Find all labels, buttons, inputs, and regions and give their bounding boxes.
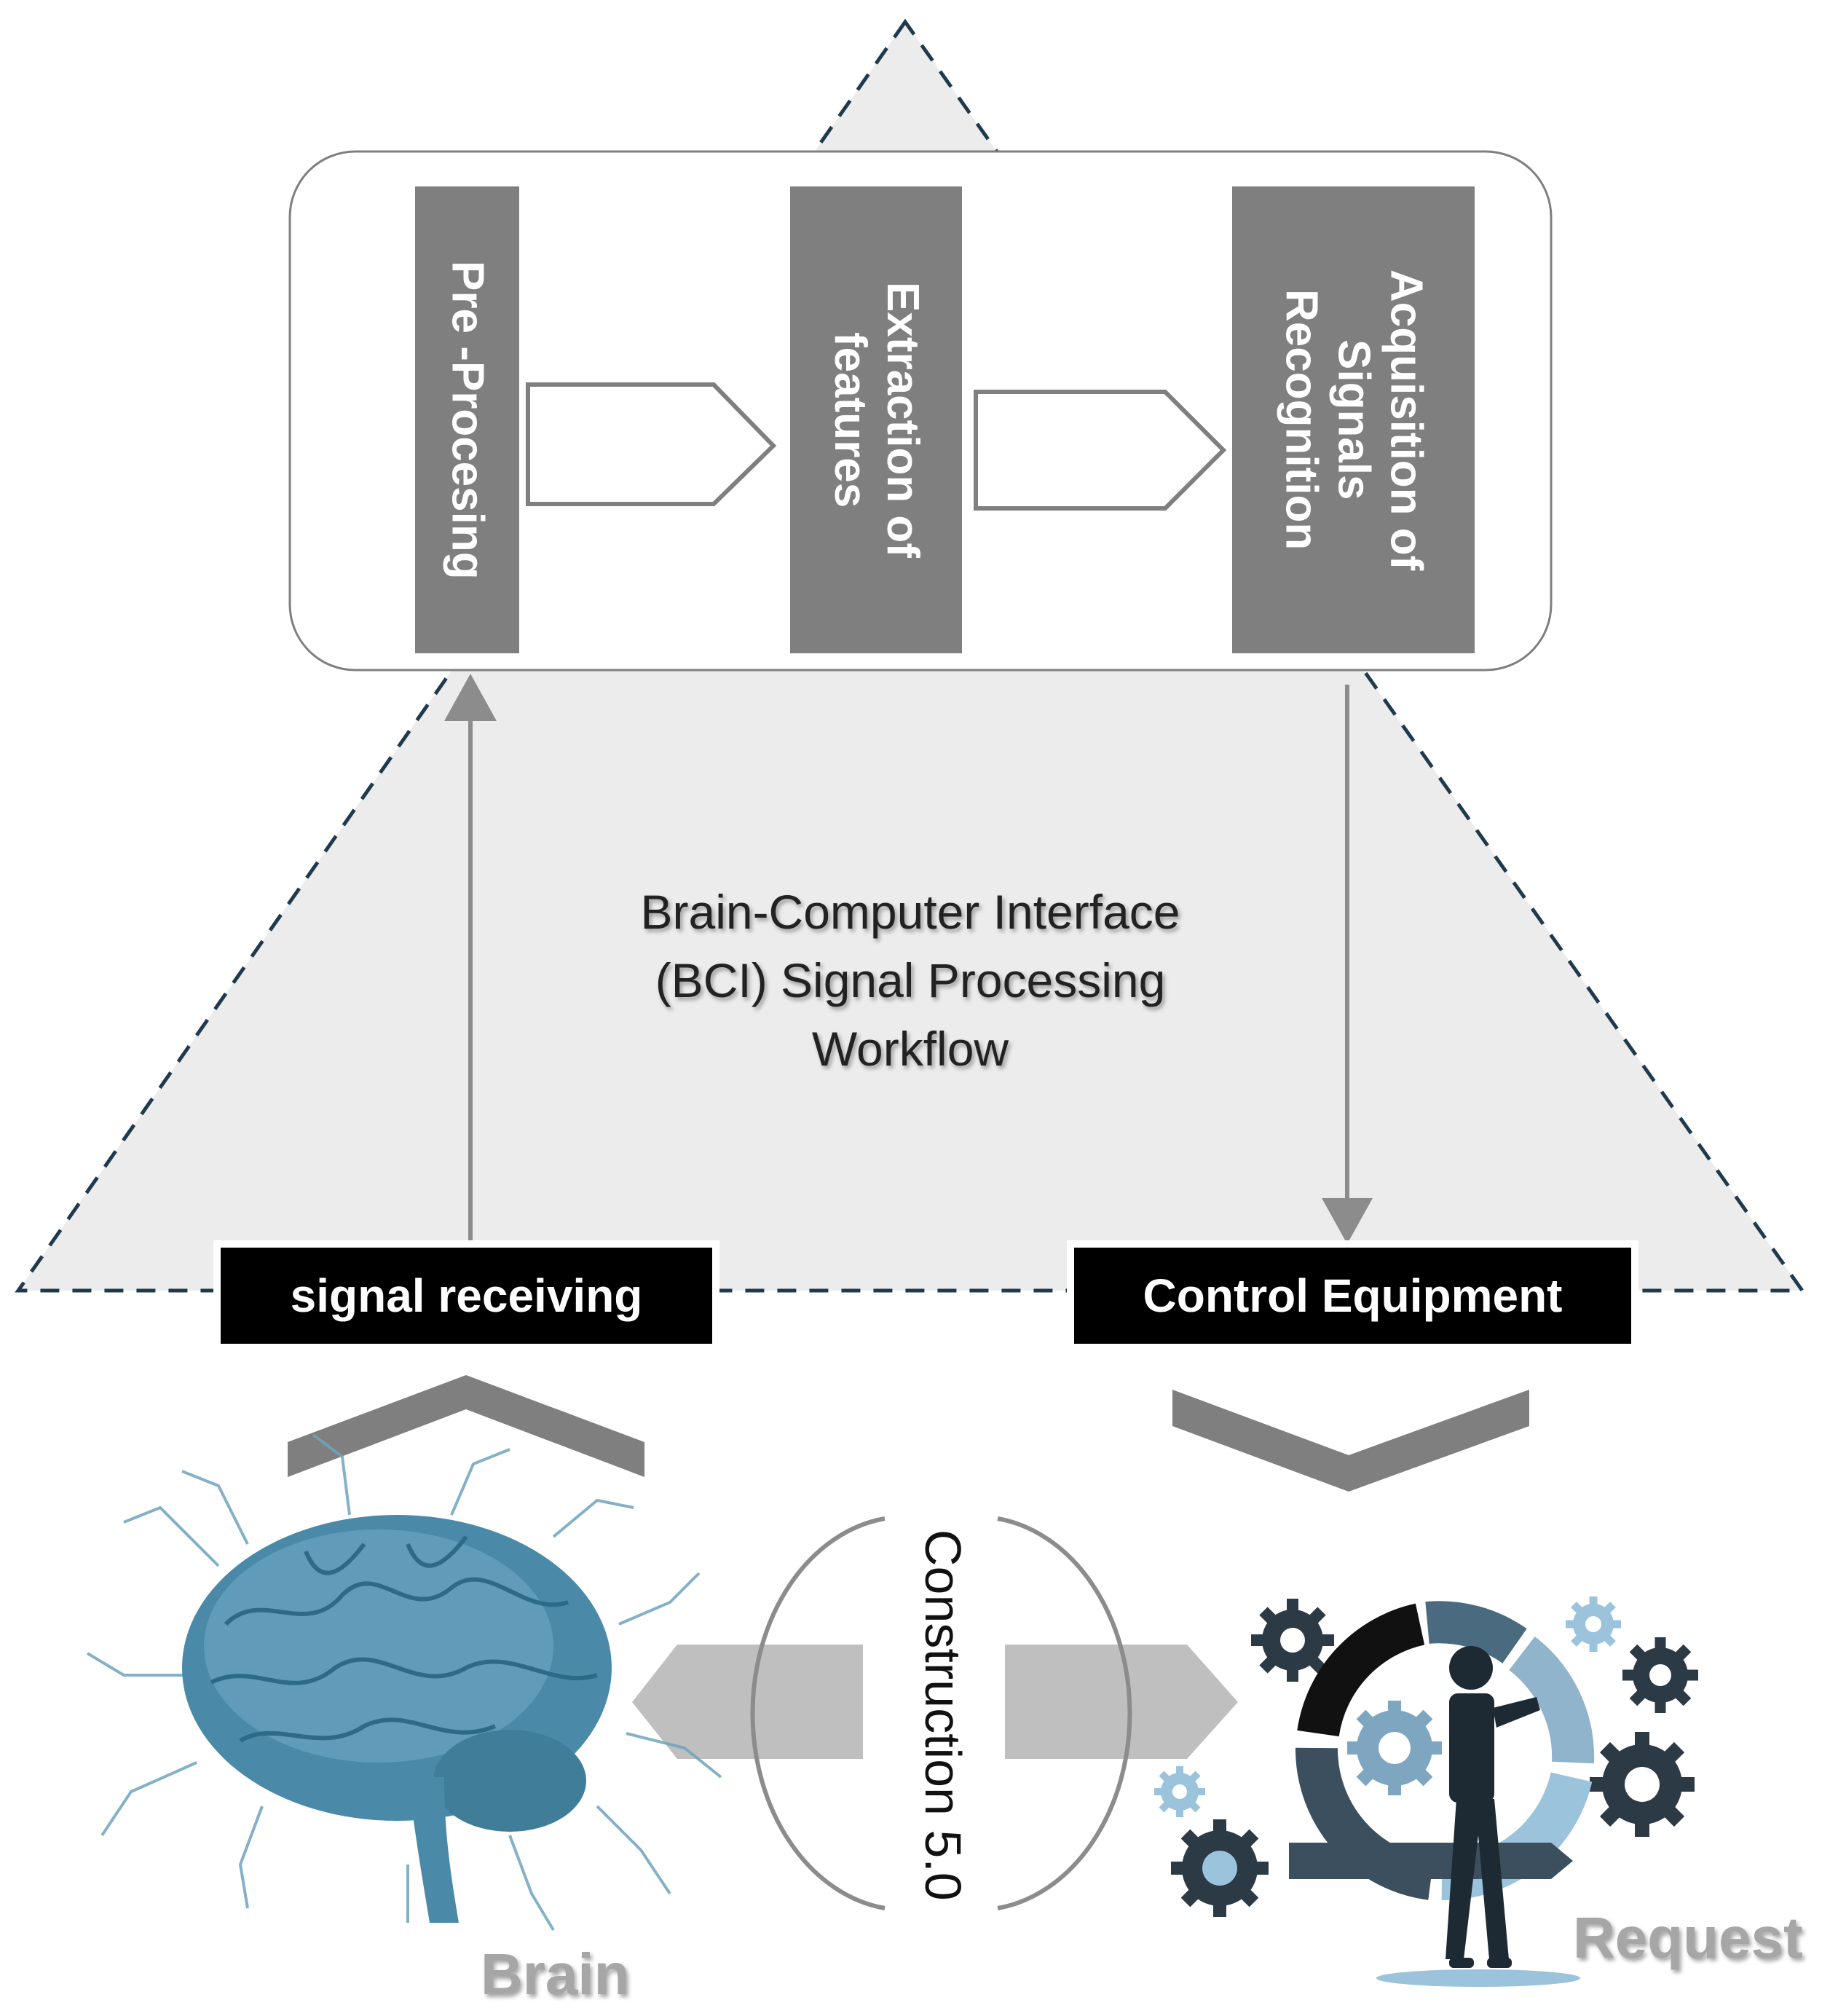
construction-arc-right	[997, 1516, 1132, 1910]
diagram-title-line-3: Workflow	[811, 1022, 1009, 1076]
request-illustration	[1154, 1596, 1698, 1987]
gear-icon	[1251, 1599, 1334, 1682]
gear-icon	[1171, 1819, 1269, 1917]
gear-icon	[1154, 1766, 1205, 1817]
gear-icon	[1566, 1596, 1621, 1652]
chevron-up-icon	[288, 1375, 644, 1477]
chevron-down-icon	[1172, 1390, 1529, 1492]
gear-icon	[1590, 1732, 1695, 1837]
signal-receiving-label: signal receiving	[221, 1248, 712, 1344]
person-figure	[1446, 1646, 1540, 1968]
stage-pre-processing-label: Pre -Procesing	[442, 260, 493, 580]
diagram-title-line-2: (BCI) Signal Processing	[655, 953, 1166, 1007]
diagram-title: Brain-Computer Interface (BCI) Signal Pr…	[510, 878, 1311, 1083]
stage-feature-extraction: Extraction of features	[790, 186, 962, 653]
stage-feature-extraction-label: Extraction of features	[825, 282, 928, 558]
stage-pre-processing: Pre -Procesing	[415, 186, 519, 653]
diagram-title-line-1: Brain-Computer Interface	[640, 885, 1180, 939]
left-block-arrow	[632, 1645, 863, 1759]
stage-arrow-1	[526, 382, 777, 506]
construction-label: Construction 5.0	[914, 1524, 972, 1907]
brain-illustration	[86, 1433, 722, 1932]
right-block-arrow	[1005, 1645, 1238, 1759]
construction-arc-left	[750, 1516, 886, 1910]
stage-signal-acquisition: Acquisition of Signals Recognition	[1232, 186, 1475, 653]
stage-signal-acquisition-label: Acquisition of Signals Recognition	[1276, 269, 1432, 571]
gear-icon	[1622, 1637, 1698, 1713]
control-equipment-label: Control Equipment	[1074, 1248, 1631, 1344]
request-caption: Request	[1573, 1905, 1803, 1970]
up-arrow-head	[444, 674, 497, 721]
brain-caption: Brain	[481, 1942, 630, 2007]
stage-arrow-2	[974, 390, 1227, 511]
down-arrow-head	[1322, 1198, 1373, 1244]
construction-label-wrap: Construction 5.0	[907, 1497, 979, 1934]
